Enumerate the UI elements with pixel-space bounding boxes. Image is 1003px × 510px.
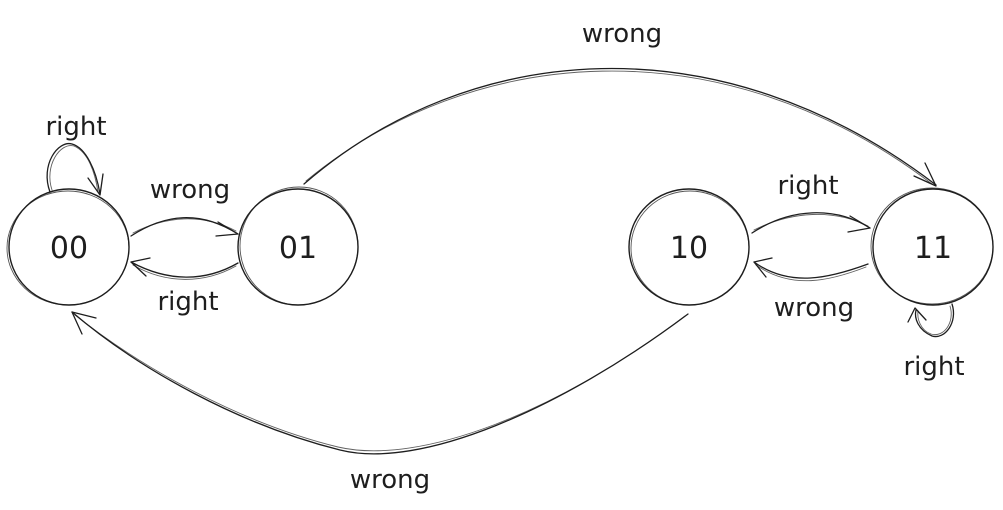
state-label-00: 00 <box>50 231 88 266</box>
transition-11-10-wrong[interactable]: wrong <box>753 257 869 323</box>
transition-label-10-00: wrong <box>350 465 430 495</box>
state-label-01: 01 <box>279 231 317 266</box>
transition-label-11-10: wrong <box>774 293 854 323</box>
transition-00-00-right[interactable]: right <box>45 112 107 196</box>
state-label-10: 10 <box>670 231 708 266</box>
transition-10-11-right[interactable]: right <box>751 171 871 234</box>
state-node-01[interactable]: 01 <box>237 186 359 306</box>
transition-label-10-11: right <box>777 171 838 201</box>
transition-01-11-wrong[interactable]: wrong <box>303 19 937 187</box>
state-node-10[interactable]: 10 <box>628 188 750 306</box>
transition-label-00-00: right <box>45 112 106 142</box>
transition-label-01-11: wrong <box>582 19 662 49</box>
transition-label-11-11: right <box>903 352 964 382</box>
state-node-11[interactable]: 11 <box>870 187 994 306</box>
transition-11-11-right[interactable]: right <box>903 303 965 382</box>
transition-label-01-00: right <box>157 287 218 317</box>
transition-10-00-wrong[interactable]: wrong <box>71 311 689 495</box>
state-label-11: 11 <box>914 231 952 266</box>
transition-00-01-wrong[interactable]: wrong <box>130 175 239 237</box>
transition-01-00-right[interactable]: right <box>130 257 239 317</box>
state-node-00[interactable]: 00 <box>6 188 130 306</box>
transition-label-00-01: wrong <box>150 175 230 205</box>
